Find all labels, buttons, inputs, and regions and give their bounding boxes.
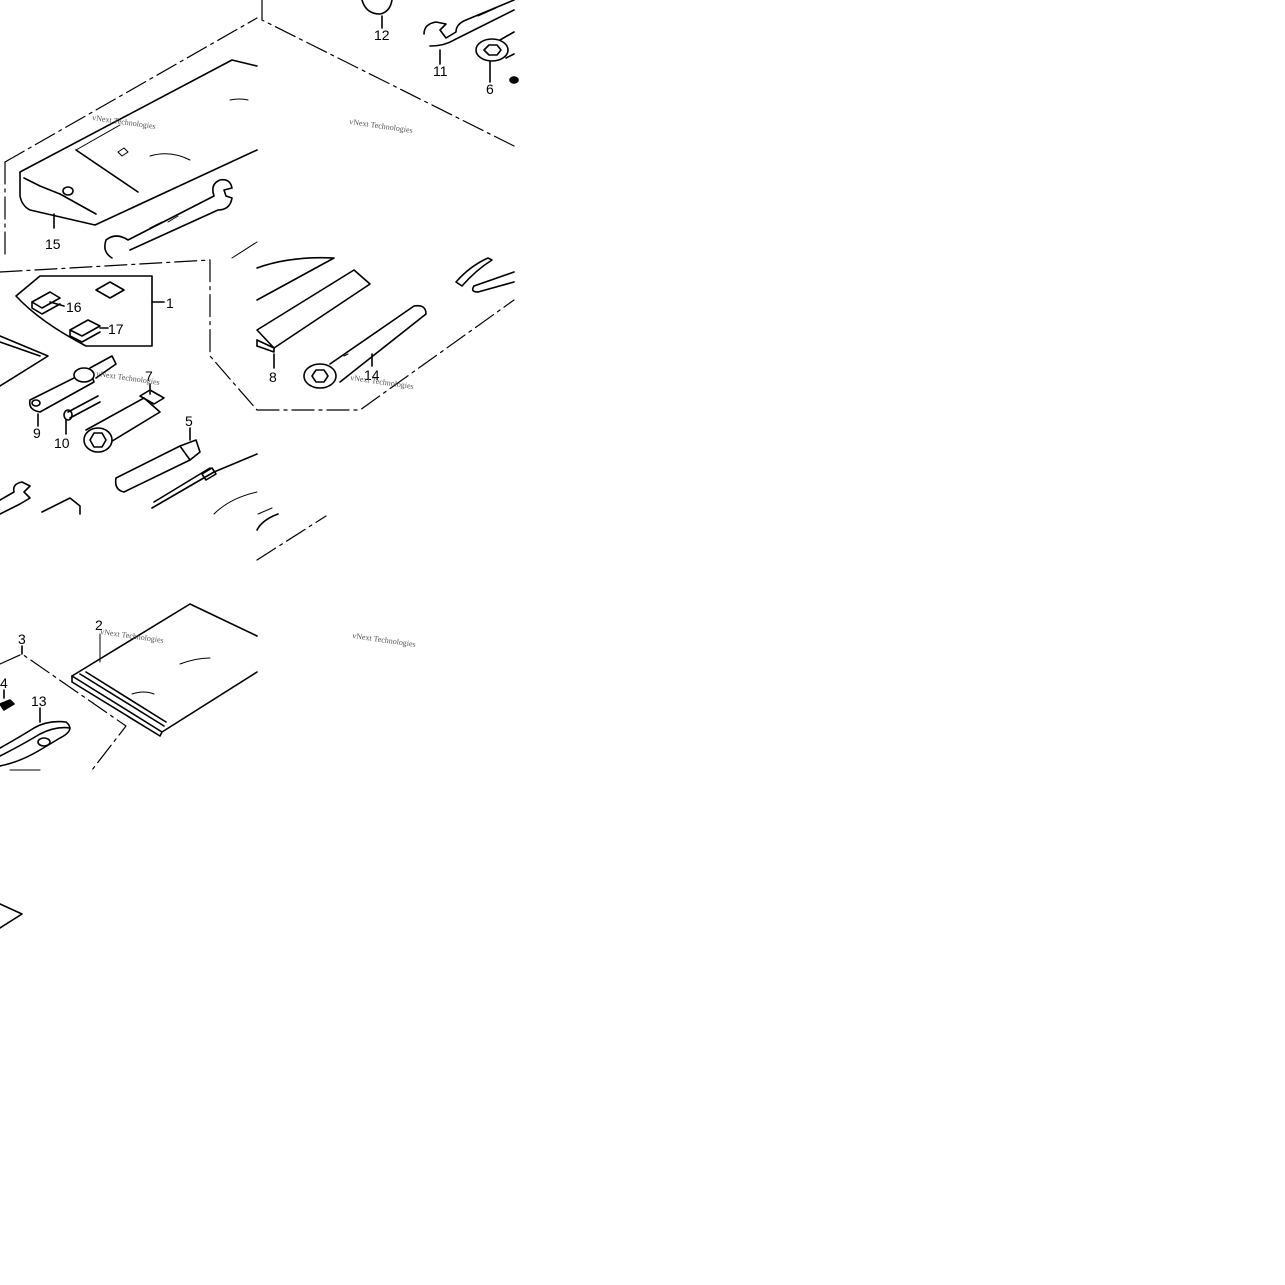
watermarks: vNext Technologies vNext Technologies vN… bbox=[92, 113, 417, 649]
kit-border-line bbox=[256, 515, 327, 561]
tile-manual bbox=[0, 603, 258, 929]
callout-10: 10 bbox=[54, 435, 70, 451]
socket-wrench-icon bbox=[475, 38, 509, 62]
callout-14: 14 bbox=[364, 367, 380, 383]
kit-border-line bbox=[0, 653, 127, 771]
callout-13: 13 bbox=[31, 693, 47, 709]
label-card-icon bbox=[95, 281, 125, 299]
tile-wrenches bbox=[261, 0, 519, 147]
screwdriver-icon bbox=[114, 445, 191, 493]
callout-12: 12 bbox=[374, 27, 390, 43]
watermark-text: vNext Technologies bbox=[100, 627, 165, 645]
watermark-text: vNext Technologies bbox=[349, 117, 414, 135]
watermark-text: vNext Technologies bbox=[350, 373, 415, 391]
screw-icon bbox=[67, 395, 101, 419]
kit-border-line bbox=[4, 17, 258, 163]
pliers-handle-icon bbox=[455, 257, 493, 287]
callout-11: 11 bbox=[433, 63, 448, 79]
open-end-wrench-icon bbox=[104, 178, 233, 259]
callout-17: 17 bbox=[108, 321, 124, 337]
callout-3: 3 bbox=[18, 631, 26, 647]
pliers-tip-icon bbox=[361, 0, 393, 15]
tile-small-parts bbox=[0, 259, 258, 515]
wrench-icon bbox=[0, 481, 31, 515]
box-wrench-icon bbox=[303, 363, 337, 389]
parts-bag-icon bbox=[15, 275, 153, 347]
callout-5: 5 bbox=[185, 413, 193, 429]
screwdriver-handle-icon bbox=[28, 369, 95, 413]
callout-labels: 1 2 3 4 5 6 7 8 9 10 11 12 13 14 15 16 1… bbox=[0, 27, 494, 709]
callout-8: 8 bbox=[269, 369, 277, 385]
pin-icon bbox=[0, 699, 15, 711]
flat-bar-icon bbox=[256, 269, 371, 349]
bolt-icon bbox=[69, 319, 101, 337]
combination-wrench-icon bbox=[423, 0, 515, 39]
callout-9: 9 bbox=[33, 425, 41, 441]
callout-16: 16 bbox=[66, 299, 82, 315]
callout-1: 1 bbox=[166, 295, 174, 311]
snap-button-icon bbox=[62, 186, 74, 196]
spark-plug-wrench-icon bbox=[85, 397, 161, 447]
kit-border-line bbox=[0, 259, 258, 411]
tile-sticks bbox=[256, 256, 515, 561]
tile-tool-bag bbox=[4, 17, 258, 259]
callout-2: 2 bbox=[95, 617, 103, 633]
callout-6: 6 bbox=[486, 81, 494, 97]
callout-4: 4 bbox=[0, 675, 8, 691]
callout-15: 15 bbox=[45, 236, 61, 252]
pliers-icon bbox=[0, 720, 71, 767]
callout-7: 7 bbox=[145, 368, 153, 384]
handle-bar-icon bbox=[256, 256, 335, 301]
owners-manual-icon bbox=[71, 603, 258, 677]
tool-bag-icon bbox=[19, 59, 258, 173]
snap-button-icon bbox=[117, 147, 129, 157]
screwdriver-shaft-icon bbox=[151, 453, 258, 509]
kit-border-line bbox=[256, 299, 515, 411]
kit-border-line bbox=[261, 0, 515, 147]
watermark-text: vNext Technologies bbox=[352, 631, 417, 649]
bolt-icon bbox=[31, 291, 61, 309]
